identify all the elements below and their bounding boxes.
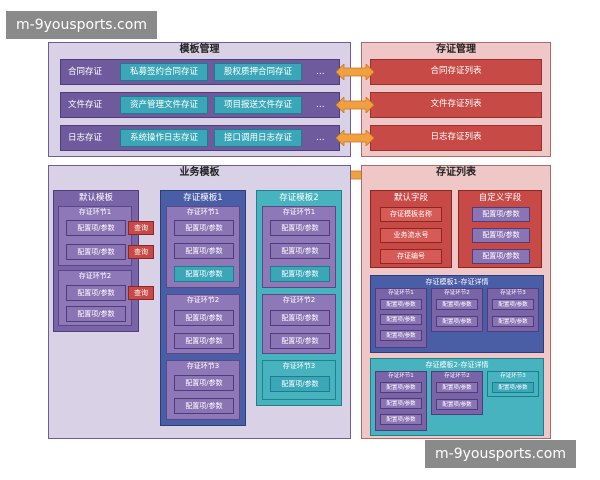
template2-detail-title: 存证模板2-存证详情 bbox=[425, 361, 489, 369]
template1-detail-title: 存证模板1-存证详情 bbox=[425, 278, 489, 286]
t1-step3-title: 存证环节3 bbox=[186, 362, 220, 370]
default-step2-title: 存证环节2 bbox=[78, 272, 112, 280]
t2-step1-item[interactable]: 配置项/参数 bbox=[270, 220, 330, 236]
template-management-title: 模板管理 bbox=[179, 44, 220, 55]
t1-step1-title: 存证环节1 bbox=[186, 208, 220, 216]
d2-step1-item[interactable]: 配置项/参数 bbox=[380, 414, 422, 425]
t2-step3-title: 存证环节3 bbox=[282, 362, 316, 370]
custom-field-item[interactable]: 配置项/参数 bbox=[472, 228, 530, 243]
d1-step2-title: 存证环节2 bbox=[444, 290, 470, 296]
double-arrow-icon bbox=[336, 97, 374, 113]
log-list-row[interactable]: 日志存证列表 bbox=[370, 125, 542, 151]
file-list-row[interactable]: 文件存证列表 bbox=[370, 92, 542, 118]
default-field-item[interactable]: 存证模板名称 bbox=[380, 207, 442, 222]
evidence-management-title: 存证管理 bbox=[436, 44, 476, 55]
row-contract-more: ... bbox=[316, 67, 325, 77]
d1-step1-item[interactable]: 配置项/参数 bbox=[380, 299, 422, 310]
watermark-bottom: m-9yousports.com bbox=[425, 440, 576, 468]
t2-step2-title: 存证环节2 bbox=[282, 296, 316, 304]
row-log-box-1[interactable]: 系统操作日志存证 bbox=[120, 129, 208, 147]
default-step1-item[interactable]: 配置项/参数 bbox=[66, 244, 126, 260]
t1-step3-item[interactable]: 配置项/参数 bbox=[174, 398, 234, 414]
custom-field-item[interactable]: 配置项/参数 bbox=[472, 207, 530, 222]
t1-step1-item[interactable]: 配置项/参数 bbox=[174, 243, 234, 259]
watermark-top: m-9yousports.com bbox=[6, 11, 157, 39]
template-1-title: 存证模板1 bbox=[183, 193, 223, 203]
d2-step1-item[interactable]: 配置项/参数 bbox=[380, 398, 422, 409]
row-log-more: ... bbox=[316, 133, 325, 143]
t2-step2-item[interactable]: 配置项/参数 bbox=[270, 333, 330, 349]
d2-step3-item[interactable]: 配置项/参数 bbox=[492, 382, 534, 393]
query-button[interactable]: 查询 bbox=[128, 221, 154, 235]
evidence-list-title: 存证列表 bbox=[436, 167, 476, 178]
d1-step3-title: 存证环节3 bbox=[500, 290, 526, 296]
d2-step2-item[interactable]: 配置项/参数 bbox=[436, 399, 478, 410]
d2-step3-title: 存证环节3 bbox=[500, 373, 526, 379]
t1-step2-title: 存证环节2 bbox=[186, 296, 220, 304]
d2-step1-item[interactable]: 配置项/参数 bbox=[380, 382, 422, 393]
t1-step1-item[interactable]: 配置项/参数 bbox=[174, 266, 234, 282]
row-contract-label: 合同存证 bbox=[68, 67, 103, 77]
query-button[interactable]: 查询 bbox=[128, 245, 154, 259]
d1-step1-item[interactable]: 配置项/参数 bbox=[380, 330, 422, 341]
business-template-title: 业务模板 bbox=[179, 167, 220, 178]
row-file-more: ... bbox=[316, 100, 325, 110]
default-fields-title: 默认字段 bbox=[393, 193, 428, 203]
default-template-title: 默认模板 bbox=[78, 193, 113, 203]
default-step2-item[interactable]: 配置项/参数 bbox=[66, 285, 126, 301]
t1-step1-item[interactable]: 配置项/参数 bbox=[174, 220, 234, 236]
custom-fields-title: 自定义字段 bbox=[478, 193, 522, 203]
d1-step2-item[interactable]: 配置项/参数 bbox=[436, 299, 478, 310]
custom-field-item[interactable]: 配置项/参数 bbox=[472, 249, 530, 264]
default-step2-item[interactable]: 配置项/参数 bbox=[66, 306, 126, 322]
row-log-label: 日志存证 bbox=[68, 133, 103, 143]
d2-step1-title: 存证环节1 bbox=[388, 373, 414, 379]
t1-step3-item[interactable]: 配置项/参数 bbox=[174, 375, 234, 391]
t1-step2-item[interactable]: 配置项/参数 bbox=[174, 333, 234, 349]
d1-step3-item[interactable]: 配置项/参数 bbox=[492, 316, 534, 327]
row-file-box-1[interactable]: 资产管理文件存证 bbox=[120, 96, 208, 114]
d2-step2-title: 存证环节2 bbox=[444, 373, 470, 379]
t1-step2-item[interactable]: 配置项/参数 bbox=[174, 310, 234, 326]
d1-step2-item[interactable]: 配置项/参数 bbox=[436, 316, 478, 327]
t2-step1-item[interactable]: 配置项/参数 bbox=[270, 266, 330, 282]
row-file-box-2[interactable]: 项目报送文件存证 bbox=[214, 96, 302, 114]
row-contract-box-2[interactable]: 股权质押合同存证 bbox=[214, 63, 302, 81]
d1-step3-item[interactable]: 配置项/参数 bbox=[492, 299, 534, 310]
query-button[interactable]: 查询 bbox=[128, 286, 154, 300]
default-step1-title: 存证环节1 bbox=[78, 208, 112, 216]
d2-step2-item[interactable]: 配置项/参数 bbox=[436, 382, 478, 393]
template-2-title: 存证模板2 bbox=[279, 193, 319, 203]
d1-step1-item[interactable]: 配置项/参数 bbox=[380, 314, 422, 325]
row-file-label: 文件存证 bbox=[68, 100, 103, 110]
double-arrow-icon bbox=[336, 130, 374, 146]
default-step1-item[interactable]: 配置项/参数 bbox=[66, 220, 126, 236]
default-field-item[interactable]: 业务流水号 bbox=[380, 228, 442, 243]
row-log-box-2[interactable]: 接口调用日志存证 bbox=[214, 129, 302, 147]
contract-list-row[interactable]: 合同存证列表 bbox=[370, 59, 542, 85]
d1-step1-title: 存证环节1 bbox=[388, 290, 414, 296]
t2-step2-item[interactable]: 配置项/参数 bbox=[270, 310, 330, 326]
t2-step1-title: 存证环节1 bbox=[282, 208, 316, 216]
double-arrow-icon bbox=[336, 64, 374, 80]
t2-step3-item[interactable]: 配置项/参数 bbox=[270, 376, 330, 392]
default-field-item[interactable]: 存证编号 bbox=[380, 249, 442, 264]
row-contract-box-1[interactable]: 私募签约合同存证 bbox=[120, 63, 208, 81]
t2-step1-item[interactable]: 配置项/参数 bbox=[270, 243, 330, 259]
